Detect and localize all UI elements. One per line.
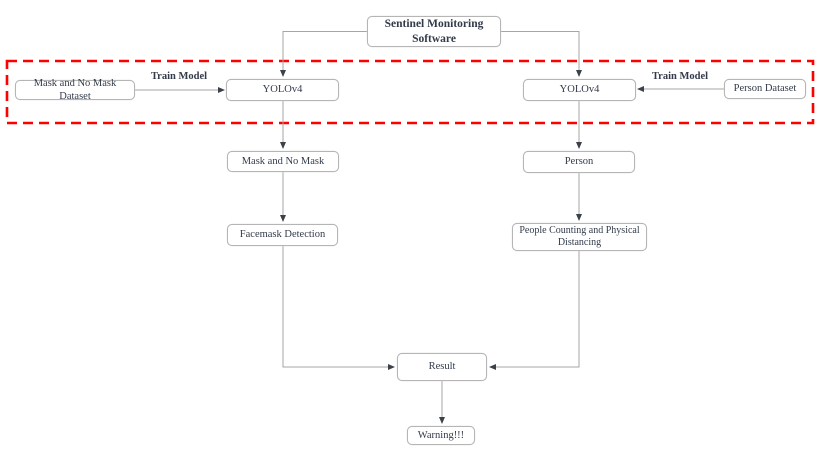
node-sentinel-monitoring-software: Sentinel Monitoring Software — [367, 16, 501, 47]
node-person: Person — [523, 151, 635, 173]
node-people-counting-and-physical-distancing: People Counting and Physical Distancing — [512, 223, 647, 251]
edge-title-to-yolo-left — [280, 31, 367, 77]
edge-label-train-model-right: Train Model — [651, 71, 709, 82]
edge-peoplecounting-to-result — [489, 251, 580, 370]
edge-facemask-to-result — [282, 246, 395, 370]
training-region-highlight — [5, 59, 815, 125]
node-person-dataset: Person Dataset — [724, 79, 806, 99]
node-result: Result — [397, 353, 487, 381]
node-warning: Warning!!! — [407, 426, 475, 445]
node-facemask-detection: Facemask Detection — [227, 224, 338, 246]
edge-label-train-model-left: Train Model — [150, 71, 208, 82]
node-mask-and-no-mask-dataset: Mask and No Mask Dataset — [15, 78, 135, 102]
node-mask-and-no-mask: Mask and No Mask — [227, 151, 339, 172]
edge-title-to-yolo-right — [501, 31, 582, 77]
node-yolov4-right: YOLOv4 — [523, 79, 636, 101]
node-yolov4-left: YOLOv4 — [226, 79, 339, 101]
